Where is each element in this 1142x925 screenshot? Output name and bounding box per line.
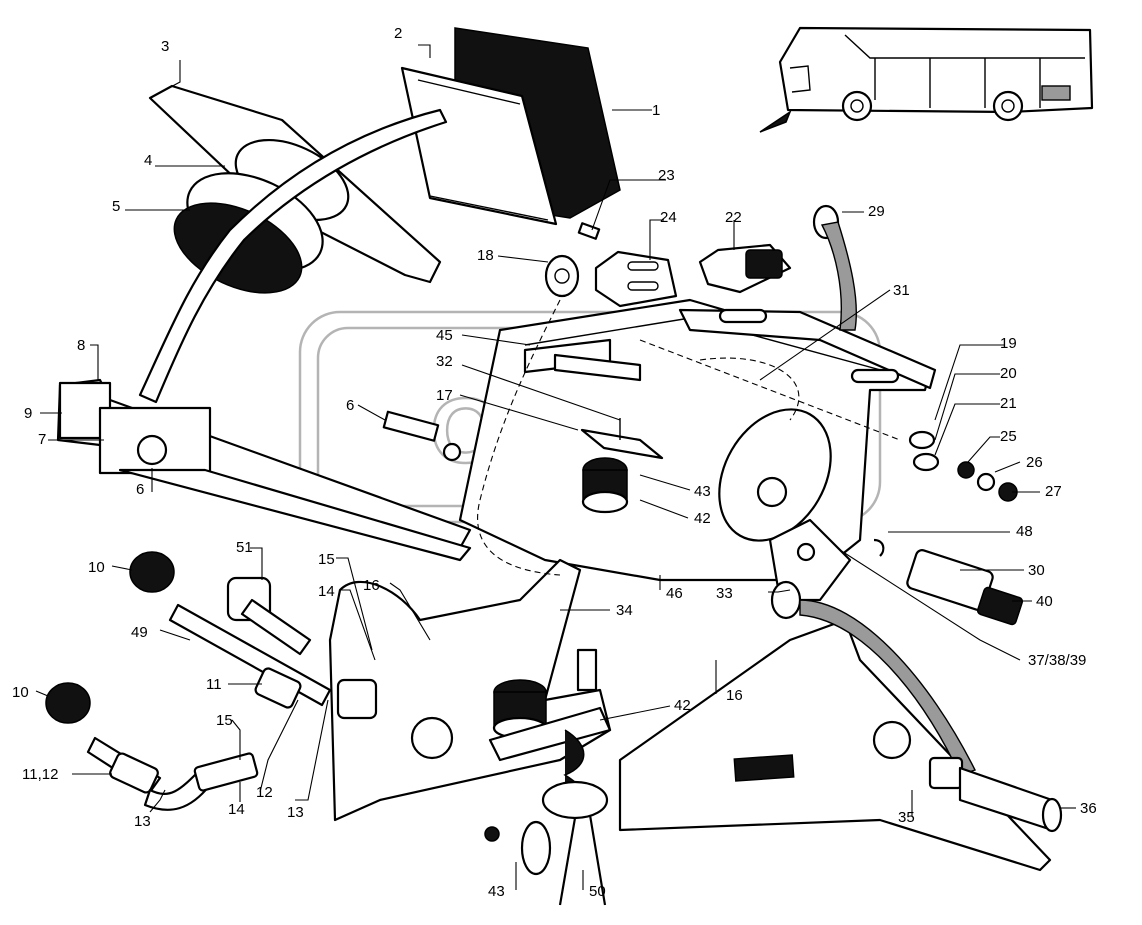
callout-45: 45 [436, 327, 453, 344]
callout-31: 31 [893, 282, 910, 299]
pedal-pad [400, 27, 621, 226]
callout-16-lower: 16 [726, 687, 743, 704]
lower-bracket [328, 518, 1052, 872]
pedal-lever [56, 378, 472, 562]
callout-14-lower: 14 [228, 801, 245, 818]
lower-spring-stop [488, 679, 612, 906]
leader-lines [35, 44, 1076, 890]
main-bracket [458, 298, 937, 582]
callout-25: 25 [1000, 428, 1017, 445]
callout-4: 4 [144, 152, 152, 169]
callout-32: 32 [436, 353, 453, 370]
callout-6-upper: 6 [346, 397, 354, 414]
callouts: 1 2 3 4 5 8 9 7 6 6 23 24 22 29 18 31 45… [12, 25, 1097, 900]
callout-12: 12 [256, 784, 273, 801]
callout-18: 18 [477, 247, 494, 264]
callout-17: 17 [436, 387, 453, 404]
callout-13-left: 13 [134, 813, 151, 830]
hydraulic-fittings [45, 551, 598, 876]
pedal-plate [138, 84, 448, 404]
callout-27: 27 [1045, 483, 1062, 500]
callout-15-lower: 15 [216, 712, 233, 729]
callout-29: 29 [868, 203, 885, 220]
callout-50: 50 [589, 883, 606, 900]
callout-15-upper: 15 [318, 551, 335, 568]
callout-19: 19 [1000, 335, 1017, 352]
small-parts [544, 204, 1063, 833]
callout-30: 30 [1028, 562, 1045, 579]
callout-11-upper: 11 [206, 676, 222, 693]
callout-46: 46 [666, 585, 683, 602]
callout-48: 48 [1016, 523, 1033, 540]
callout-10-upper: 10 [88, 559, 105, 576]
callout-35: 35 [898, 809, 915, 826]
callout-2: 2 [394, 25, 402, 42]
callout-40: 40 [1036, 593, 1053, 610]
callout-37-38-39: 37/38/39 [1028, 652, 1086, 669]
callout-14-upper: 14 [318, 583, 335, 600]
callout-16-upper: 16 [363, 577, 380, 594]
callout-23: 23 [658, 167, 675, 184]
callout-13-mid: 13 [287, 804, 304, 821]
upper-spring-stop [580, 418, 664, 514]
callout-49: 49 [131, 624, 148, 641]
callout-21: 21 [1000, 395, 1017, 412]
callout-43-lower: 43 [488, 883, 505, 900]
callout-42-upper: 42 [694, 510, 711, 527]
callout-26: 26 [1026, 454, 1043, 471]
bus-inset [759, 26, 1094, 133]
callout-24: 24 [660, 209, 677, 226]
callout-9: 9 [24, 405, 32, 422]
callout-51: 51 [236, 539, 253, 556]
callout-1: 1 [652, 102, 660, 119]
callout-20: 20 [1000, 365, 1017, 382]
callout-43-upper: 43 [694, 483, 711, 500]
callout-11-12: 11,12 [22, 766, 58, 783]
callout-3: 3 [161, 38, 169, 55]
callout-5: 5 [112, 198, 120, 215]
callout-34: 34 [616, 602, 633, 619]
callout-8: 8 [77, 337, 85, 354]
callout-10-lower: 10 [12, 684, 29, 701]
callout-33: 33 [716, 585, 733, 602]
callout-22: 22 [725, 209, 742, 226]
callout-36: 36 [1080, 800, 1097, 817]
callout-42-lower: 42 [674, 697, 691, 714]
callout-6-lower: 6 [136, 481, 144, 498]
callout-7: 7 [38, 431, 46, 448]
